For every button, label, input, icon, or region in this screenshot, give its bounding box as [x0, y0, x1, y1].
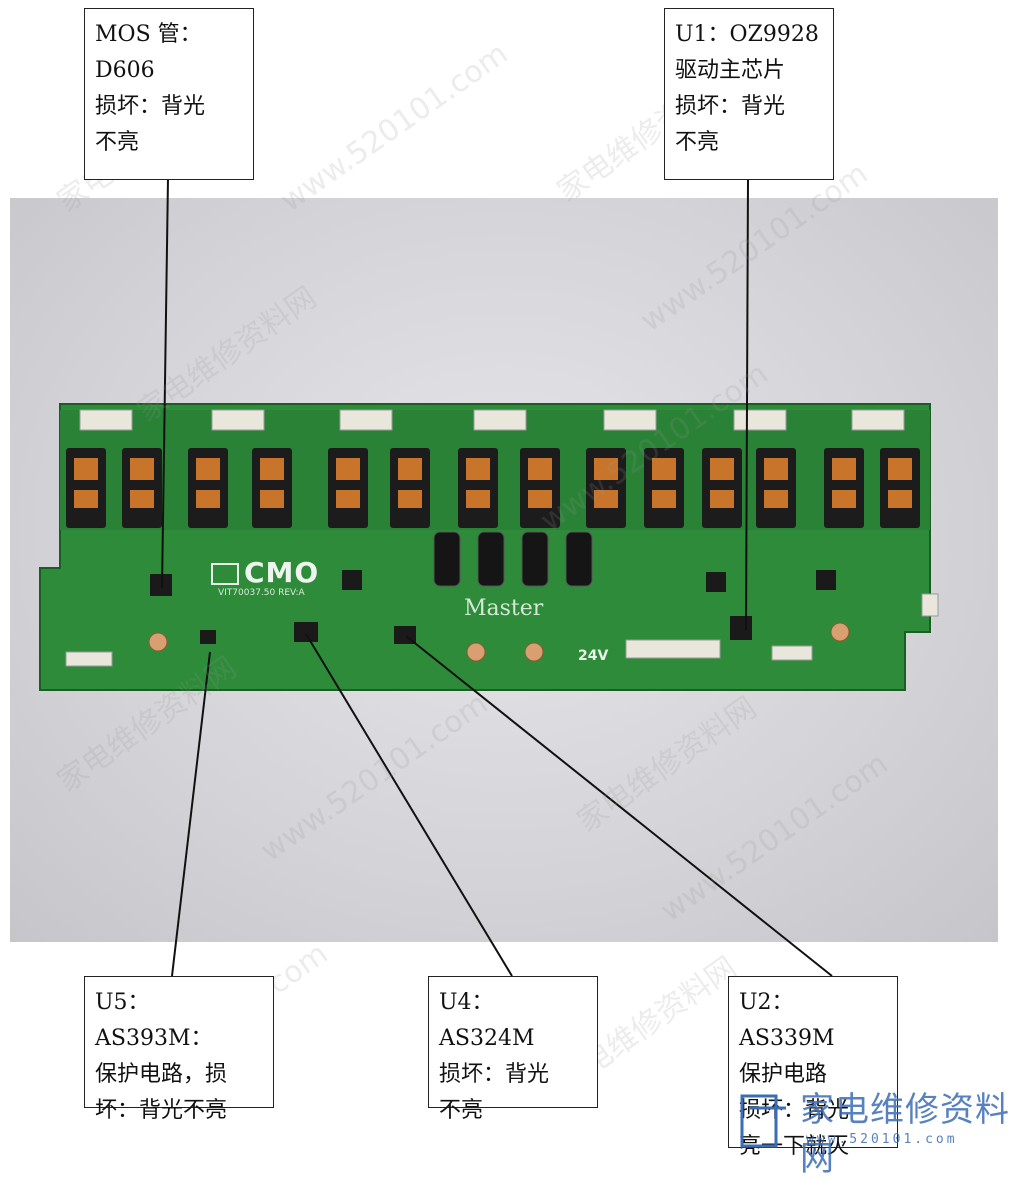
callout-u4-as324m: U4：AS324M 损坏：背光 不亮 — [428, 976, 598, 1123]
callout-mos-d606: MOS 管： D606 损坏：背光 不亮 — [84, 8, 254, 180]
logo-url: www.520101.com — [806, 1132, 958, 1147]
mounting-holes — [148, 622, 850, 662]
board-voltage-label: 24V — [578, 648, 609, 664]
callout-u2-as339m: U2：AS339M 保护电路 损坏：背光 亮一下就灭 — [728, 976, 898, 1159]
logo-chinese: 家电维修资料网 — [800, 1090, 1010, 1179]
callout-u1-oz9928: U1：OZ9928 驱动主芯片 损坏：背光 不亮 — [664, 8, 834, 180]
leader-u2 — [405, 635, 833, 977]
leader-u5 — [171, 651, 211, 977]
leader-mos — [161, 177, 169, 589]
board-brand: CMO — [244, 556, 320, 589]
transformers — [66, 448, 920, 528]
site-logo: 家电维修资料网 www.520101.com — [730, 1080, 1010, 1179]
leader-lines — [161, 177, 833, 977]
capacitors — [433, 531, 593, 587]
top-connectors — [79, 409, 905, 431]
board-master-label: Master — [464, 596, 544, 621]
callout-u5-as393m: U5：AS393M： 保护电路，损 坏：背光不亮 — [84, 976, 274, 1123]
logo-icon — [740, 1094, 786, 1148]
board-model: VIT70037.50 REV:A — [218, 588, 305, 598]
leader-u4 — [305, 633, 513, 977]
leader-u1 — [745, 177, 749, 631]
